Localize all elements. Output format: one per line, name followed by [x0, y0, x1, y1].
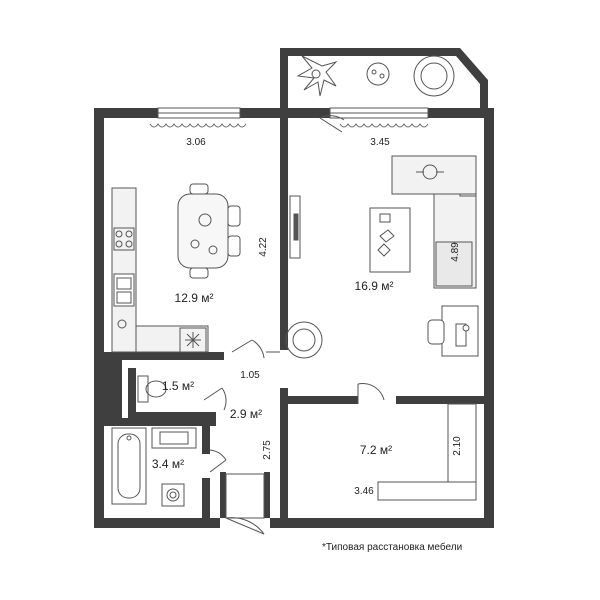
armchair-icon [413, 55, 455, 97]
fridge-icon [179, 327, 207, 353]
coffee-table-icon [369, 207, 411, 273]
sofa-icon [391, 155, 477, 289]
internal-walls [104, 118, 484, 518]
bedroom-area: 7.2 м² [360, 443, 392, 457]
kitchen-width: 3.06 [186, 137, 206, 148]
outer-walls [94, 108, 494, 528]
toilet-icon [137, 375, 167, 403]
washing-machine-icon [161, 483, 185, 507]
hall-depth: 2.75 [262, 440, 273, 460]
desk-icon [427, 305, 479, 357]
bathtub-icon [111, 427, 147, 505]
window-living [329, 107, 429, 119]
living-area: 16.9 м² [355, 279, 394, 293]
living-depth: 4.89 [450, 242, 461, 262]
toilet-door [203, 387, 227, 411]
toilet-area: 1.5 м² [162, 379, 194, 393]
bathroom-area: 3.4 м² [152, 457, 184, 471]
living-width: 3.45 [370, 137, 390, 148]
bedroom-door [357, 383, 385, 404]
furniture-footnote: *Типовая расстановка мебели [322, 542, 463, 553]
round-table-icon [366, 62, 390, 86]
bathroom-door [209, 449, 227, 473]
kitchen-depth: 4.22 [258, 237, 269, 257]
tv-stand-icon [289, 195, 301, 259]
guitar-icon [416, 164, 444, 180]
balcony-door [319, 115, 345, 133]
kitchen-counter [111, 187, 209, 353]
curtain-living [339, 123, 429, 128]
balcony [280, 48, 488, 108]
plant-icon [296, 55, 338, 97]
curtain-kitchen [149, 123, 247, 128]
entrance-door [225, 517, 265, 535]
wardrobe-icon [377, 403, 477, 501]
dining-table-icon [177, 183, 241, 279]
kitchen-door [231, 339, 265, 359]
window-kitchen [157, 107, 241, 119]
hall-area: 2.9 м² [230, 407, 262, 421]
hall-width: 1.05 [240, 370, 260, 381]
bedroom-depth: 2.10 [452, 436, 463, 456]
armchair-round-icon [285, 321, 323, 359]
bedroom-width: 3.46 [354, 486, 374, 497]
entrance-closet [225, 473, 265, 519]
kitchen-area: 12.9 м² [175, 291, 214, 305]
sink-icon [151, 427, 197, 449]
